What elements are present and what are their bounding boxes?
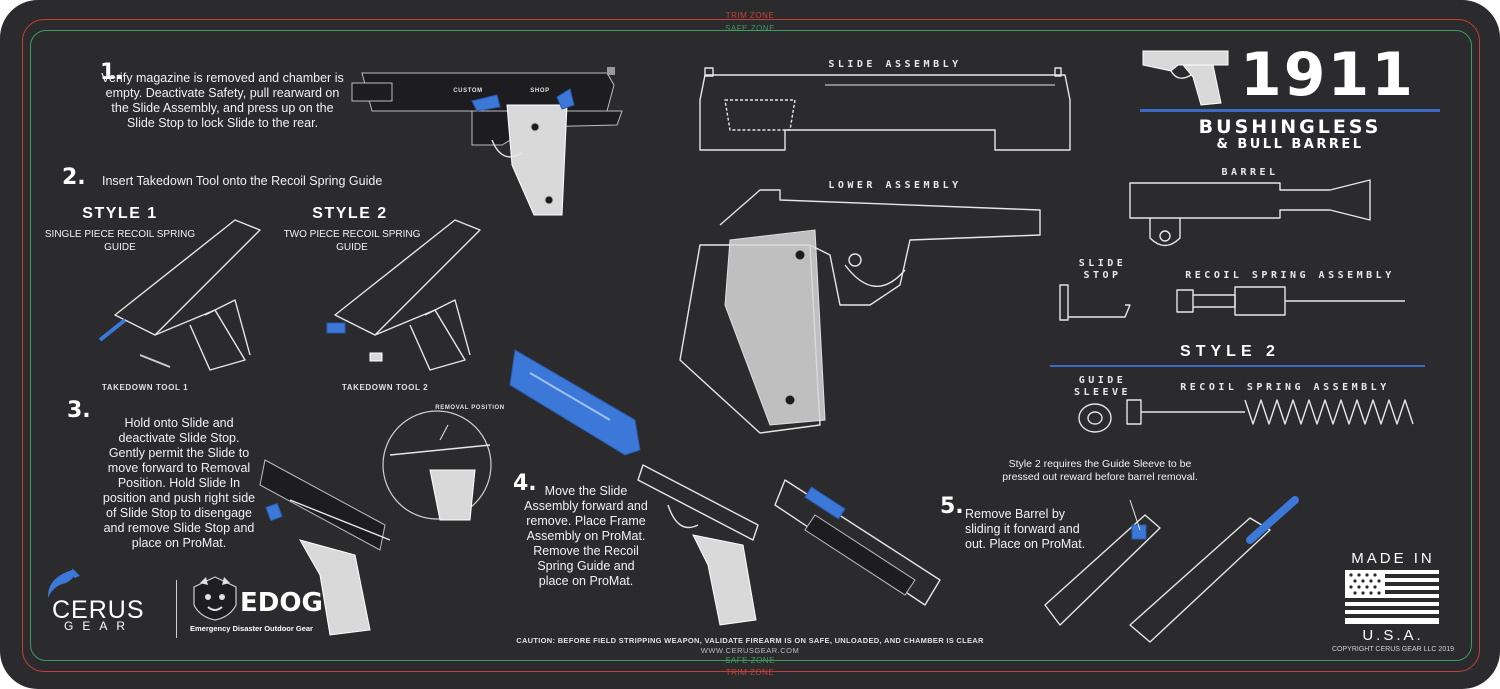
slide-assembly-drawing — [699, 67, 1071, 151]
us-flag-icon — [1345, 570, 1439, 624]
recoil-spring-guide-illustration — [774, 479, 941, 606]
slide-assembly-label: SLIDE ASSEMBLY — [828, 59, 962, 70]
title-bull-barrel: & BULL BARREL — [1216, 137, 1364, 152]
step-1-number: 1. — [100, 60, 124, 85]
cerus-brand-name: CERUS — [52, 596, 145, 624]
guide-sleeve-label: GUIDE SLEEVE — [1073, 375, 1132, 398]
recoil-spring-assembly-label: RECOIL SPRING ASSEMBLY — [1185, 270, 1395, 281]
slide-stop-drawing — [1059, 284, 1131, 321]
guide-sleeve-drawing — [1078, 403, 1112, 433]
edog-brand-name: EDOG — [240, 588, 323, 618]
barrel-drawing — [1129, 179, 1371, 247]
pistol-slide-locked-illustration — [351, 67, 623, 216]
brand-divider — [176, 580, 177, 638]
safe-zone-label-top: SAFE ZONE — [725, 24, 775, 33]
step-1-text: Verify magazine is removed and chamber i… — [101, 71, 344, 130]
removal-position-detail — [382, 410, 492, 521]
pistol-icon — [1142, 50, 1229, 106]
step-2-number: 2. — [62, 165, 86, 190]
slide-removed-illustration — [509, 349, 641, 456]
step-4-number: 4. — [513, 471, 537, 496]
usa-label: U.S.A. — [1362, 627, 1424, 644]
trim-zone-label-bottom: TRIM ZONE — [725, 668, 775, 677]
style-2-divider — [1050, 365, 1425, 367]
takedown-tool-1-label: TAKEDOWN TOOL 1 — [101, 383, 189, 392]
takedown-tool-2-label: TAKEDOWN TOOL 2 — [341, 383, 429, 392]
style-2-pistol-illustration — [326, 219, 481, 371]
barrel-removal-illustration — [1044, 496, 1299, 643]
slide-stop-label: SLIDE STOP — [1078, 258, 1127, 281]
caution-text: CAUTION: BEFORE FIELD STRIPPING WEAPON, … — [516, 636, 984, 645]
step-5-note: Style 2 requires the Guide Sleeve to be … — [1002, 458, 1198, 483]
style-1-pistol-illustration — [98, 219, 261, 371]
recoil-spring-assembly-drawing — [1176, 286, 1405, 316]
edog-brand-sub: Emergency Disaster Outdoor Gear — [190, 624, 313, 633]
step-3-number: 3. — [67, 398, 91, 423]
style-1-heading: STYLE 1 — [82, 205, 158, 222]
step-2-text: Insert Takedown Tool onto the Recoil Spr… — [102, 174, 383, 188]
title-bushingless: BUSHINGLESS — [1198, 116, 1382, 138]
copyright-text: COPYRIGHT CERUS GEAR LLC 2019 — [1331, 646, 1455, 653]
cerus-logo-icon — [47, 568, 80, 598]
step-5-text: Remove Barrel by sliding it forward and … — [965, 507, 1086, 551]
title-1911: 1911 — [1240, 40, 1415, 110]
engraving-shop: SHOP — [530, 88, 550, 94]
frame-assembly-illustration — [637, 464, 759, 626]
pistol-removal-illustration — [259, 459, 391, 636]
engraving-custom: CUSTOM — [453, 88, 483, 94]
lower-assembly-drawing — [679, 189, 1041, 434]
barrel-label: BARREL — [1221, 167, 1279, 178]
safe-zone-label-bottom: SAFE ZONE — [725, 656, 775, 665]
made-in-label: MADE IN — [1351, 550, 1435, 567]
cerus-brand-sub: GEAR — [64, 619, 135, 633]
style-1-description: SINGLE PIECE RECOIL SPRING GUIDE — [44, 229, 196, 253]
style-2-heading: STYLE 2 — [312, 205, 388, 222]
step-3-text: Hold onto Slide and deactivate Slide Sto… — [102, 416, 256, 550]
edog-badge-icon — [193, 576, 237, 621]
lower-assembly-label: LOWER ASSEMBLY — [828, 180, 962, 191]
step-4-text: Move the Slide Assembly forward and remo… — [524, 484, 648, 588]
style-2-description: TWO PIECE RECOIL SPRING GUIDE — [283, 229, 421, 253]
recoil-spring-assembly-2-label: RECOIL SPRING ASSEMBLY — [1180, 382, 1390, 393]
website-text: WWW.CERUSGEAR.COM — [700, 646, 800, 655]
step-5-number: 5. — [940, 494, 964, 519]
recoil-spring-assembly-2-drawing — [1126, 399, 1414, 425]
title-divider — [1140, 109, 1440, 112]
trim-zone-label-top: TRIM ZONE — [725, 11, 775, 20]
style-2-parts-heading: STYLE 2 — [1180, 343, 1280, 360]
removal-position-label: REMOVAL POSITION — [435, 405, 505, 411]
